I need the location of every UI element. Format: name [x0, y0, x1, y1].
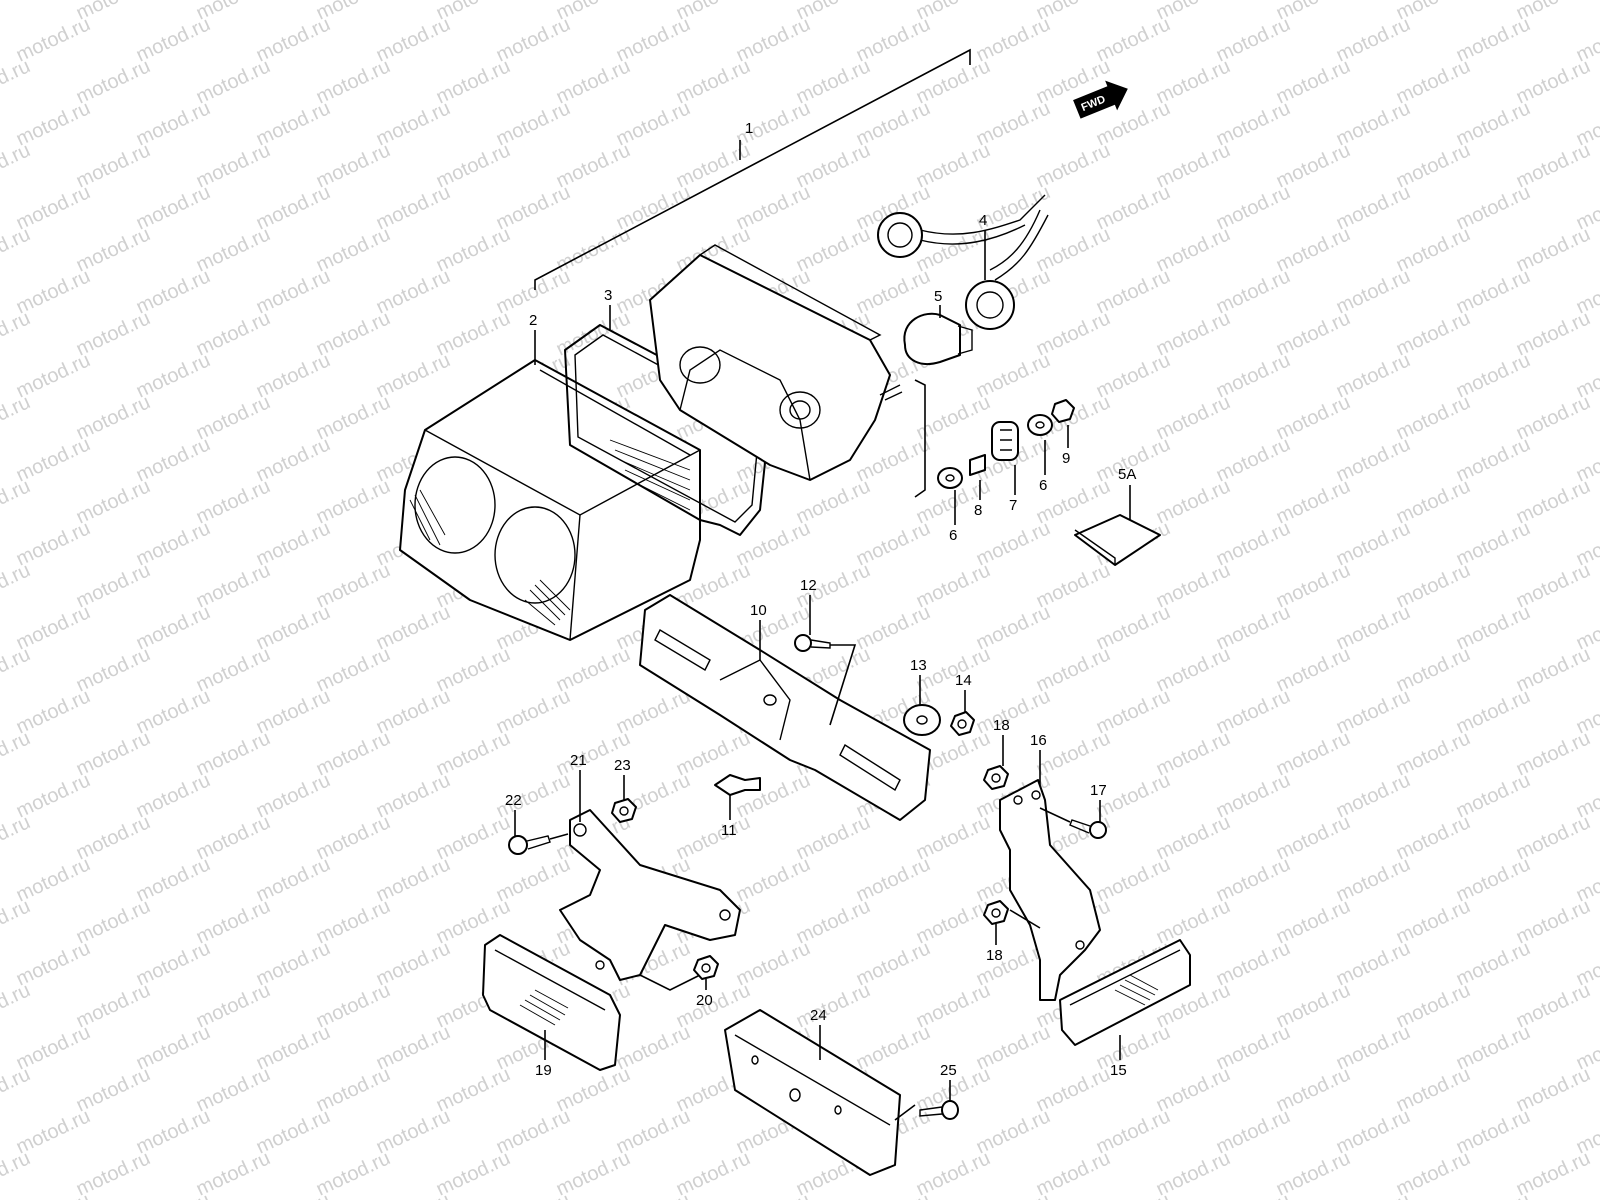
leader-lines	[514, 230, 1131, 1101]
callout-2: 2	[529, 312, 537, 329]
screw-17	[1039, 807, 1107, 839]
tail-light-housing	[649, 244, 903, 481]
nut-18-lower	[983, 900, 1009, 925]
bulb-socket-harness	[877, 194, 1049, 330]
watermark-text: motod.ru	[1093, 1189, 1174, 1200]
callout-16: 16	[1030, 732, 1047, 749]
watermark-text: motod.ru	[1453, 1189, 1534, 1200]
callout-4: 4	[979, 212, 987, 229]
callout-3: 3	[604, 287, 612, 304]
watermark-text: motod.ru	[973, 1189, 1054, 1200]
callout-13: 13	[910, 657, 927, 674]
right-reflector	[1059, 939, 1191, 1046]
watermark-text: motod.ru	[613, 1189, 694, 1200]
callout-17: 17	[1090, 782, 1107, 799]
watermark-text: motod.ru	[1333, 1189, 1414, 1200]
callout-18-lower: 18	[986, 947, 1003, 964]
callout-9: 9	[1062, 450, 1070, 467]
bulb	[903, 312, 973, 365]
callout-18-upper: 18	[993, 717, 1010, 734]
callout-15: 15	[1110, 1062, 1127, 1079]
watermark-text: motod.ru	[1213, 1189, 1294, 1200]
nut-23	[611, 798, 637, 823]
callout-5: 5	[934, 288, 942, 305]
watermark-text: motod.ru	[493, 1189, 574, 1200]
callout-6-right: 6	[1039, 477, 1047, 494]
watermark-text: motod.ru	[853, 1189, 934, 1200]
pad	[1074, 514, 1161, 566]
watermark-text: motod.ru	[1573, 1189, 1600, 1200]
screw-25	[919, 1100, 959, 1120]
callout-10: 10	[750, 602, 767, 619]
watermark-text: motod.ru	[373, 1189, 454, 1200]
assembly-1-bracket	[534, 48, 971, 290]
screw-12	[794, 634, 857, 726]
right-reflector-bracket	[999, 779, 1101, 1001]
watermark-text: motod.ru	[253, 1189, 334, 1200]
nut-18-upper	[983, 765, 1009, 790]
watermark-text: motod.ru	[733, 1189, 814, 1200]
wire-clip	[714, 774, 761, 796]
tail-light-lens	[399, 359, 701, 641]
callout-14: 14	[955, 672, 972, 689]
watermark-text: motod.ru	[13, 1189, 94, 1200]
license-lamp-cover	[724, 1009, 916, 1176]
screw-22	[508, 833, 569, 855]
callout-6-left: 6	[949, 527, 957, 544]
callout-19: 19	[535, 1062, 552, 1079]
callout-5a: 5A	[1118, 466, 1136, 483]
callouts: 1 2 3 4 5 5A 6 8 7 6 9 10 11 12 13 14 15…	[505, 120, 1136, 1079]
callout-25: 25	[940, 1062, 957, 1079]
watermark-text: motod.ru	[0, 0, 34, 25]
nut-20	[693, 955, 719, 980]
fwd-direction-badge: FWD	[1073, 80, 1128, 119]
callout-24: 24	[810, 1007, 827, 1024]
callout-12: 12	[800, 577, 817, 594]
washer-13	[903, 704, 941, 736]
callout-11: 11	[721, 822, 737, 839]
watermark-text: motod.ru	[133, 1189, 214, 1200]
left-reflector	[482, 934, 621, 1071]
callout-8: 8	[974, 502, 982, 519]
callout-7: 7	[1009, 497, 1017, 514]
left-reflector-bracket	[559, 809, 741, 991]
nut-14	[950, 711, 975, 736]
license-plate-bracket	[639, 594, 931, 821]
callout-22: 22	[505, 792, 522, 809]
callout-20: 20	[696, 992, 713, 1009]
callout-21: 21	[570, 752, 587, 769]
mounting-hardware	[914, 379, 1075, 498]
callout-23: 23	[614, 757, 631, 774]
callout-1: 1	[745, 120, 753, 137]
